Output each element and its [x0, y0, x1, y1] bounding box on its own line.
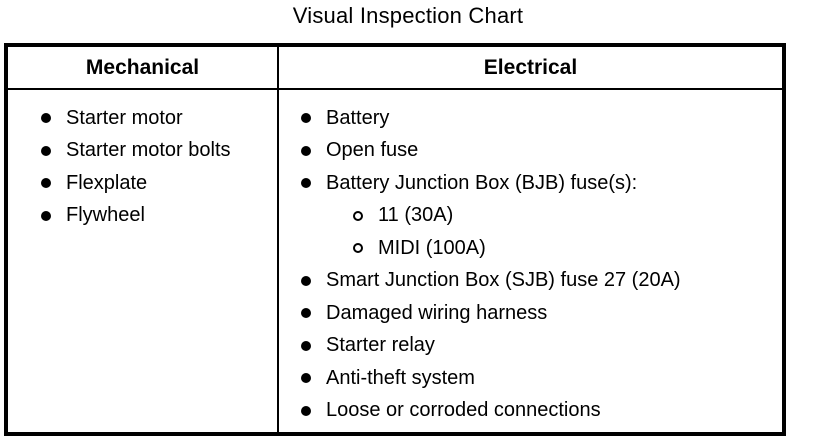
filled-bullet-icon	[301, 405, 311, 416]
filled-bullet-icon	[41, 178, 51, 189]
column-header-mechanical: Mechanical	[8, 47, 277, 90]
filled-bullet-icon	[301, 113, 311, 124]
list-item: Anti-theft system	[301, 362, 782, 395]
list-item-label: Starter motor	[66, 106, 183, 129]
filled-bullet-icon	[301, 340, 311, 351]
list-item: Starter relay	[301, 330, 782, 363]
list-item: Flexplate	[41, 167, 277, 200]
list-item: Loose or corroded connections	[301, 395, 782, 428]
list-item-label: Starter relay	[326, 334, 435, 357]
list-item: Open fuse	[301, 135, 782, 168]
list-item-label: Battery Junction Box (BJB) fuse(s):	[326, 171, 638, 194]
filled-bullet-icon	[301, 178, 311, 189]
filled-bullet-icon	[301, 373, 311, 384]
list-item-label: Flywheel	[66, 204, 145, 227]
list-item: Starter motor	[41, 102, 277, 135]
list-item: 11 (30A)	[353, 200, 782, 233]
list-item: Smart Junction Box (SJB) fuse 27 (20A)	[301, 265, 782, 298]
list-item-label: MIDI (100A)	[378, 236, 486, 259]
list-item: Flywheel	[41, 200, 277, 233]
filled-bullet-icon	[301, 308, 311, 319]
circle-outline-bullet-icon	[353, 243, 363, 254]
filled-bullet-icon	[301, 145, 311, 156]
list-item-label: Open fuse	[326, 139, 419, 162]
page-title: Visual Inspection Chart	[292, 3, 524, 28]
list-item: MIDI (100A)	[353, 232, 782, 265]
circle-outline-bullet-icon	[353, 210, 363, 221]
filled-bullet-icon	[41, 113, 51, 124]
list-item-label: Loose or corroded connections	[326, 399, 601, 422]
list-item: Damaged wiring harness	[301, 297, 782, 330]
column-header-electrical: Electrical	[279, 47, 782, 90]
list-item-label: Battery	[326, 106, 390, 129]
list-item-label: Smart Junction Box (SJB) fuse 27 (20A)	[326, 269, 681, 292]
filled-bullet-icon	[41, 210, 51, 221]
list-item: Starter motor bolts	[41, 135, 277, 168]
filled-bullet-icon	[301, 275, 311, 286]
filled-bullet-icon	[41, 145, 51, 156]
list-item-label: Flexplate	[66, 171, 148, 194]
list-item-label: Starter motor bolts	[66, 139, 231, 162]
list-item: Battery Junction Box (BJB) fuse(s):	[301, 167, 782, 200]
list-item-label: Damaged wiring harness	[326, 301, 548, 324]
list-item: Battery	[301, 102, 782, 135]
list-item-label: Anti-theft system	[326, 366, 475, 389]
list-item-label: 11 (30A)	[378, 204, 454, 227]
